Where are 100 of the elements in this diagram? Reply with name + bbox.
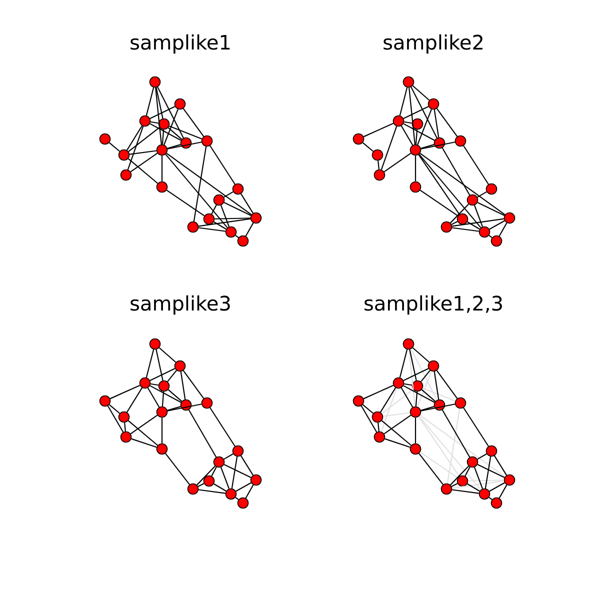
- edge-line: [161, 156, 163, 182]
- node-circle: [158, 118, 170, 130]
- node-circle: [156, 181, 168, 193]
- edge-line: [182, 108, 204, 137]
- node-circle: [250, 212, 262, 224]
- edge-line: [165, 154, 228, 228]
- edge-line: [452, 227, 479, 232]
- panel-title: samplike2: [384, 34, 482, 54]
- node-circle: [374, 169, 386, 181]
- edge-line: [231, 456, 238, 489]
- node-circle: [440, 483, 452, 495]
- edge-line: [420, 190, 458, 216]
- edge-line: [399, 349, 408, 378]
- edge-line: [400, 388, 414, 408]
- node-circle: [203, 475, 215, 487]
- node-circle: [99, 133, 111, 145]
- edge-line: [434, 372, 440, 400]
- edge-line: [418, 416, 482, 490]
- edge-line: [384, 152, 412, 172]
- edge-line: [412, 85, 430, 101]
- edge-line: [150, 123, 182, 141]
- edge-line: [410, 348, 438, 400]
- node-circle: [149, 338, 161, 350]
- edge-line: [363, 384, 394, 400]
- node-circle: [237, 235, 249, 247]
- node-circle: [440, 221, 452, 233]
- node-circle: [187, 483, 199, 495]
- node-circle: [490, 235, 502, 247]
- edge-line: [108, 404, 120, 414]
- edge-line: [418, 154, 482, 228]
- edge-line: [155, 88, 162, 144]
- node-circle: [486, 183, 498, 195]
- node-circle: [478, 488, 490, 500]
- edge-line: [384, 414, 412, 434]
- node-circle: [410, 406, 422, 418]
- edge-line: [124, 422, 126, 432]
- node-circle: [118, 411, 130, 423]
- edge-line: [488, 234, 492, 238]
- edge-line: [161, 418, 163, 444]
- edge-line: [130, 414, 158, 434]
- edge-line: [235, 496, 239, 500]
- edge-line: [166, 152, 252, 216]
- edge-line: [403, 385, 435, 403]
- edge-line: [214, 218, 250, 220]
- edge-line: [196, 466, 216, 486]
- edge-line: [224, 464, 252, 478]
- edge-line: [399, 87, 408, 116]
- edge-line: [150, 383, 158, 386]
- edge-line: [193, 146, 207, 222]
- edge-line: [410, 86, 438, 138]
- edge-line: [162, 130, 164, 144]
- edge-line: [146, 349, 154, 378]
- node-circle: [201, 397, 213, 409]
- edge-line: [240, 456, 254, 476]
- edge-line: [127, 126, 144, 170]
- edge-line: [412, 347, 430, 363]
- edge-line: [404, 383, 412, 386]
- edge-line: [421, 389, 436, 402]
- edge-line: [452, 218, 504, 227]
- node-circle: [428, 360, 440, 372]
- edge-line: [130, 150, 156, 155]
- edge-line: [164, 109, 178, 145]
- node-circle: [504, 212, 516, 224]
- edge-line: [169, 126, 202, 140]
- node-circle: [232, 445, 244, 457]
- edge-line: [467, 221, 480, 230]
- node-circle: [504, 474, 516, 486]
- node-circle: [149, 76, 161, 88]
- edge-line: [168, 389, 182, 402]
- edge-line: [484, 456, 492, 489]
- edge-line: [188, 410, 217, 458]
- node-circle: [412, 118, 424, 130]
- edge-line: [128, 420, 158, 446]
- node-circle: [225, 488, 237, 500]
- edge-line: [468, 480, 504, 482]
- edge-line: [408, 88, 416, 144]
- edge-line: [214, 483, 226, 492]
- node-circle: [201, 135, 213, 147]
- edge-line: [220, 205, 230, 227]
- edge-line: [167, 404, 202, 412]
- node-circle: [454, 135, 466, 147]
- edge-line: [150, 106, 176, 120]
- edge-line: [380, 126, 398, 170]
- edge-line: [147, 388, 160, 408]
- edge-line: [414, 156, 416, 182]
- edge-line: [380, 388, 398, 432]
- node-circle: [372, 411, 384, 423]
- edge-line: [477, 191, 487, 198]
- edge-line: [158, 347, 176, 363]
- node-circle: [490, 497, 502, 509]
- edge-line: [403, 368, 429, 382]
- edge-line: [110, 384, 140, 400]
- edge-line: [128, 158, 158, 184]
- edge-line: [451, 221, 458, 225]
- edge-line: [477, 202, 505, 216]
- edge-line: [210, 407, 236, 447]
- node-circle: [156, 443, 168, 455]
- edge-line: [156, 349, 164, 381]
- edge-line: [403, 106, 429, 120]
- edge-line: [452, 489, 479, 494]
